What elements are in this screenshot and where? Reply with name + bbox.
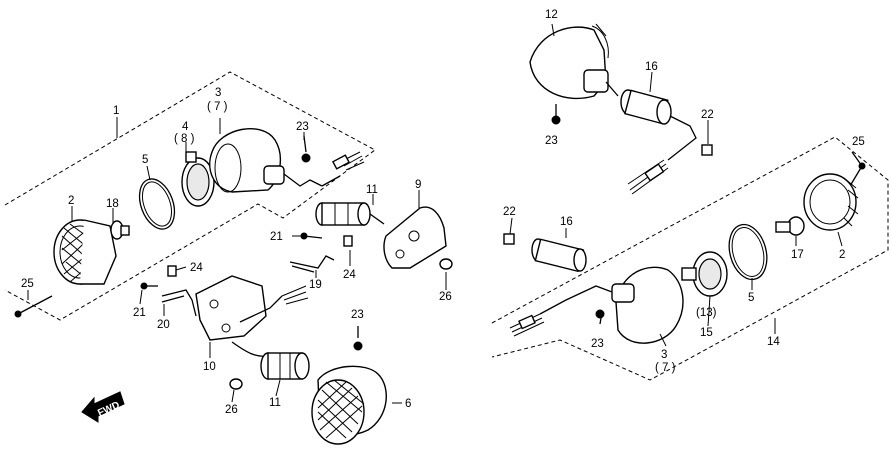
resistor-16-right — [531, 238, 587, 273]
nut-26-right — [439, 258, 453, 270]
assembly-outline-1 — [4, 71, 376, 321]
label-15: 15 — [700, 327, 713, 339]
label-5-left: 5 — [142, 154, 148, 166]
gasket-5-left — [138, 178, 176, 230]
label-16-top: 16 — [645, 61, 658, 73]
label-7-left: ( 7 ) — [207, 101, 228, 113]
socket-4-left — [181, 151, 215, 207]
housing-3-right — [611, 266, 684, 344]
label-17: 17 — [791, 249, 804, 261]
nut-22-right — [503, 233, 515, 245]
nut-23-center — [353, 326, 363, 351]
label-23-topright: 23 — [545, 135, 558, 147]
socket-15-right — [681, 251, 728, 297]
label-7-right: ( 7 ) — [655, 362, 676, 374]
nut-22-top — [701, 144, 713, 156]
part-labels: 1 2 3 ( 7 ) 4 ( 8 ) 5 18 25 23 11 9 21 2… — [21, 9, 865, 416]
nut-23-right — [595, 309, 605, 325]
assembly-outline-14 — [491, 136, 889, 381]
label-2-right: 2 — [839, 249, 845, 261]
bulb-18-left — [110, 220, 130, 240]
fwd-arrow: FWD — [81, 391, 125, 423]
label-25-right: 25 — [852, 136, 865, 148]
resistor-11-upper — [315, 202, 385, 226]
bolt-21-upper — [300, 232, 323, 240]
label-9: 9 — [415, 179, 421, 191]
label-6: 6 — [405, 398, 411, 410]
label-25-left: 25 — [21, 278, 34, 290]
label-26-lower: 26 — [225, 404, 238, 416]
housing-3-left — [209, 127, 323, 193]
wire-connector-left — [321, 151, 365, 187]
label-12: 12 — [545, 9, 558, 21]
rim-2-right — [803, 173, 859, 231]
label-8: ( 8 ) — [174, 133, 195, 145]
label-14: 14 — [767, 336, 780, 348]
label-26-right: 26 — [439, 291, 452, 303]
bulb-17-right — [775, 216, 805, 236]
collar-24-lower — [167, 265, 177, 277]
label-3-right: 3 — [661, 349, 667, 361]
label-23-top: 23 — [296, 121, 309, 133]
turn-signal-6 — [311, 365, 387, 445]
label-24-upper: 24 — [343, 269, 356, 281]
bracket-9 — [383, 206, 447, 269]
label-13: (13) — [696, 307, 717, 319]
label-23-center: 23 — [351, 309, 364, 321]
label-3-left: 3 — [215, 87, 221, 99]
gasket-5-right — [728, 223, 768, 281]
nut-23-top — [301, 135, 311, 163]
label-2-left: 2 — [68, 195, 74, 207]
nut-23-topright — [551, 104, 561, 125]
label-19: 19 — [309, 279, 322, 291]
label-21-upper: 21 — [270, 231, 283, 243]
clamp-19 — [289, 255, 335, 273]
label-4: 4 — [182, 121, 189, 133]
label-11-upper: 11 — [366, 184, 378, 196]
label-1: 1 — [113, 105, 119, 117]
leader-lines — [27, 23, 843, 404]
clip-20 — [161, 289, 197, 317]
nut-26-lower — [229, 378, 243, 390]
resistor-16-top — [620, 89, 697, 195]
resistor-11-lower — [260, 352, 310, 380]
label-23-right: 23 — [591, 338, 604, 350]
label-18: 18 — [106, 198, 119, 210]
wire-right — [509, 285, 613, 337]
stay-10 — [195, 275, 267, 341]
screw-25-left — [14, 295, 53, 318]
label-11-lower: 11 — [269, 397, 281, 409]
label-22-right: 22 — [503, 206, 516, 218]
turn-signal-12 — [529, 23, 619, 100]
label-10: 10 — [203, 361, 216, 373]
label-5-right: 5 — [748, 292, 754, 304]
label-16-right: 16 — [560, 216, 573, 228]
label-21-lower: 21 — [133, 307, 146, 319]
bolt-21-lower — [140, 282, 158, 290]
label-24-lower: 24 — [190, 262, 203, 274]
label-20: 20 — [157, 319, 170, 331]
lens-2-left — [53, 219, 117, 285]
label-22-top: 22 — [701, 109, 714, 121]
nut-24-upper — [343, 235, 353, 247]
